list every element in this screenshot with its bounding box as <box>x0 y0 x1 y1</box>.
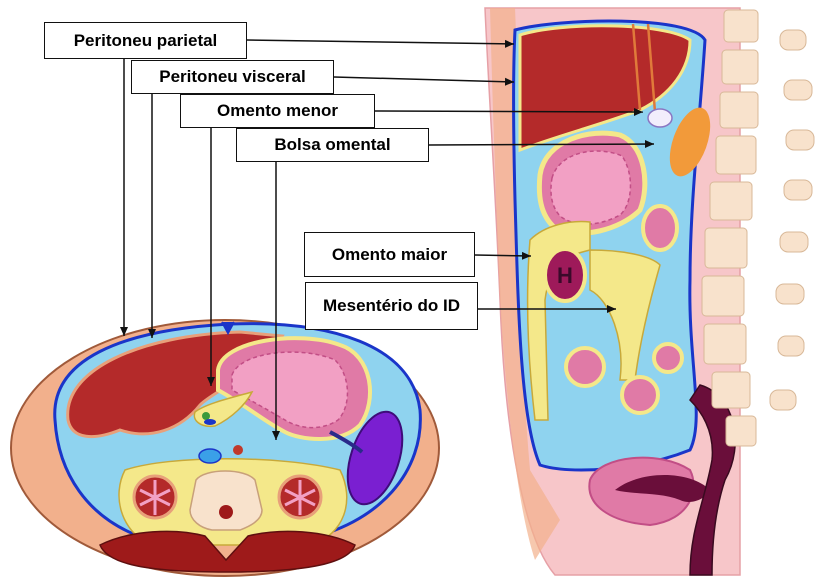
arrow-oma-sagittal <box>475 255 531 256</box>
arrow-om-sagittal <box>375 111 643 112</box>
axial-section <box>11 320 439 576</box>
axial-ivc <box>199 449 221 463</box>
sagittal-colon-mark: H <box>557 263 573 288</box>
label-omento-maior: Omento maior <box>304 232 475 277</box>
label-bolsa-omental: Bolsa omental <box>236 128 429 162</box>
arrow-pp-sagittal <box>247 40 514 44</box>
arrow-bo-sagittal <box>429 144 654 145</box>
axial-vertebra <box>190 471 262 530</box>
sagittal-vessel <box>648 109 672 127</box>
arrow-pv-sagittal <box>334 77 514 82</box>
axial-vessel <box>204 419 216 425</box>
label-peritoneu-visceral: Peritoneu visceral <box>131 60 334 94</box>
sagittal-small-intestine-1 <box>566 348 604 386</box>
label-peritoneu-parietal: Peritoneu parietal <box>44 22 247 59</box>
label-omento-menor: Omento menor <box>180 94 375 128</box>
sagittal-small-intestine-2 <box>622 377 658 413</box>
label-mesenterio-id: Mesentério do ID <box>305 282 478 330</box>
axial-portal-structure <box>202 412 210 420</box>
sagittal-small-intestine-3 <box>654 344 682 372</box>
axial-aorta <box>233 445 243 455</box>
axial-spinal-canal <box>219 505 233 519</box>
sagittal-stomach-rugae <box>551 151 631 224</box>
sagittal-duodenum <box>643 206 677 250</box>
sagittal-section: H <box>485 8 814 575</box>
